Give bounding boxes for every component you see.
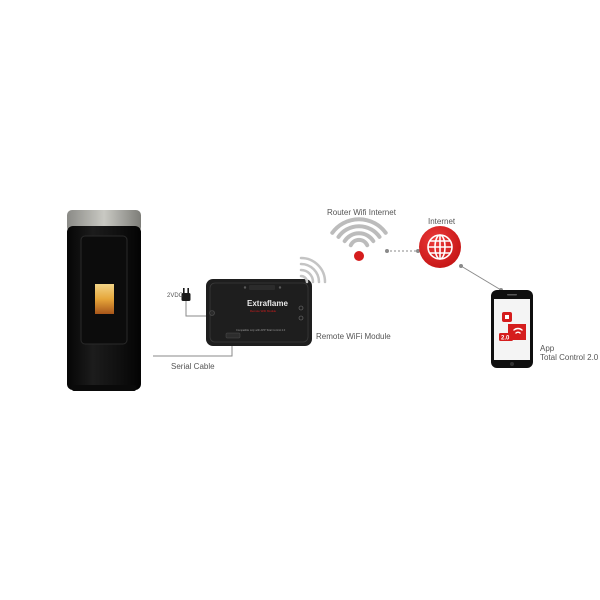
app-logo-icon: 2.0 (499, 312, 526, 342)
internet-phone-link (460, 265, 502, 291)
serial-cable-line (153, 345, 233, 357)
power-plug-icon (181, 288, 191, 301)
pellet-stove (67, 210, 141, 391)
module-label: Remote WiFi Module (316, 332, 391, 341)
stove-flame-window (95, 284, 114, 314)
smartphone-icon: 2.0 (491, 290, 533, 368)
module-brand-text: Extraflame (247, 299, 288, 308)
wifi-module-device: Extraflame Remote WiFi Module Compatible… (206, 279, 312, 346)
module-wifi-icon (299, 256, 327, 284)
router-label: Router Wifi Internet (327, 208, 396, 217)
power-cable-line (185, 301, 215, 317)
app-version-badge: 2.0 (501, 336, 510, 342)
app-name-label: Total Control 2.0 (540, 353, 599, 362)
app-label: App (540, 344, 555, 353)
voltage-label: 2VDC (167, 293, 184, 299)
serial-cable-label: Serial Cable (171, 362, 215, 371)
internet-globe-icon (419, 226, 461, 268)
connection-lines (153, 250, 502, 357)
router-wifi-icon (330, 217, 388, 248)
module-footnote-text: Compatible only with APP Total Control 2… (236, 328, 286, 332)
internet-label: Internet (428, 217, 456, 226)
router-dot (354, 251, 364, 261)
module-tagline-text: Remote WiFi Module (250, 309, 277, 313)
